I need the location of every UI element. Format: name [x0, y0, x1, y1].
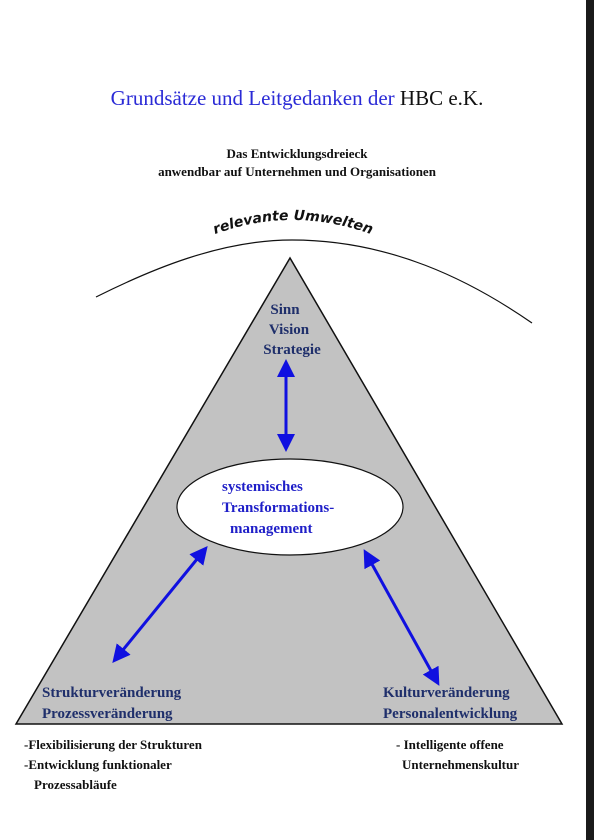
note-left-1: -Flexibilisierung der Strukturen	[24, 737, 202, 752]
center-label-3: management	[230, 521, 313, 537]
bottom-left-label-2: Prozessveränderung	[42, 706, 173, 722]
arrow-center-right	[363, 549, 440, 686]
note-left-3: Prozessabläufe	[34, 777, 117, 792]
bottom-right-label-2: Personalentwicklung	[383, 706, 518, 722]
center-ellipse	[176, 458, 404, 556]
page-title: Grundsätze und Leitgedanken der HBC e.K.	[0, 86, 594, 111]
note-left-2: -Entwicklung funktionaler	[24, 757, 172, 772]
bottom-right-label-1: Kulturveränderung	[383, 685, 510, 701]
center-label-2: Transformations-	[222, 500, 334, 516]
environment-label: relevante Umwelten	[211, 208, 375, 238]
apex-label-vision: Vision	[269, 322, 310, 338]
note-right-1: - Intelligente offene	[396, 737, 504, 752]
page-border	[586, 0, 594, 840]
apex-label-strategie: Strategie	[263, 342, 321, 358]
note-right-2: Unternehmenskultur	[402, 757, 520, 772]
apex-label-sinn: Sinn	[270, 302, 300, 318]
title-part-company: HBC e.K.	[399, 86, 484, 110]
title-part-blue: Grundsätze und Leitgedanken der	[110, 86, 400, 110]
bottom-left-label-1: Strukturveränderung	[42, 685, 182, 701]
subtitle-line-2: anwendbar auf Unternehmen und Organisati…	[158, 164, 436, 179]
subtitle-line-1: Das Entwicklungsdreieck	[226, 146, 368, 161]
arrow-center-left	[112, 546, 208, 663]
center-label-1: systemisches	[222, 479, 303, 495]
environment-arc	[95, 239, 533, 324]
